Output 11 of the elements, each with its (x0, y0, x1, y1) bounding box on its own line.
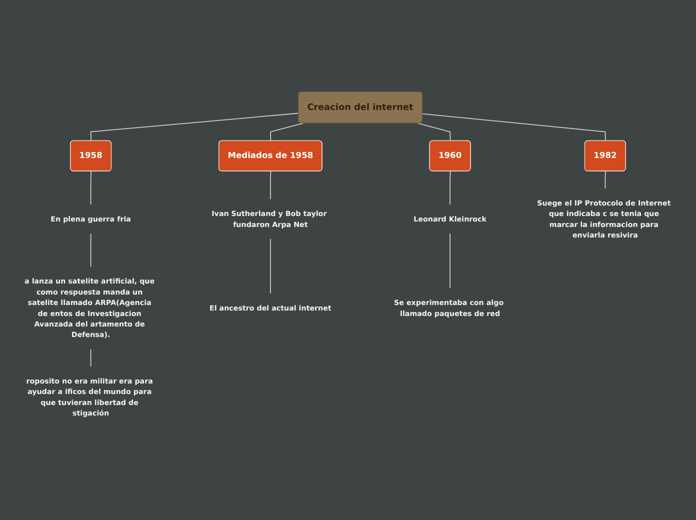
connector (270, 123, 304, 142)
connector (422, 114, 606, 142)
connector (270, 238, 271, 295)
connector (450, 171, 451, 206)
connector (90, 233, 92, 268)
connector (90, 349, 92, 368)
connector (90, 113, 300, 142)
connector (270, 171, 272, 200)
connector (90, 171, 92, 206)
connector (604, 171, 606, 190)
connector (417, 123, 451, 142)
